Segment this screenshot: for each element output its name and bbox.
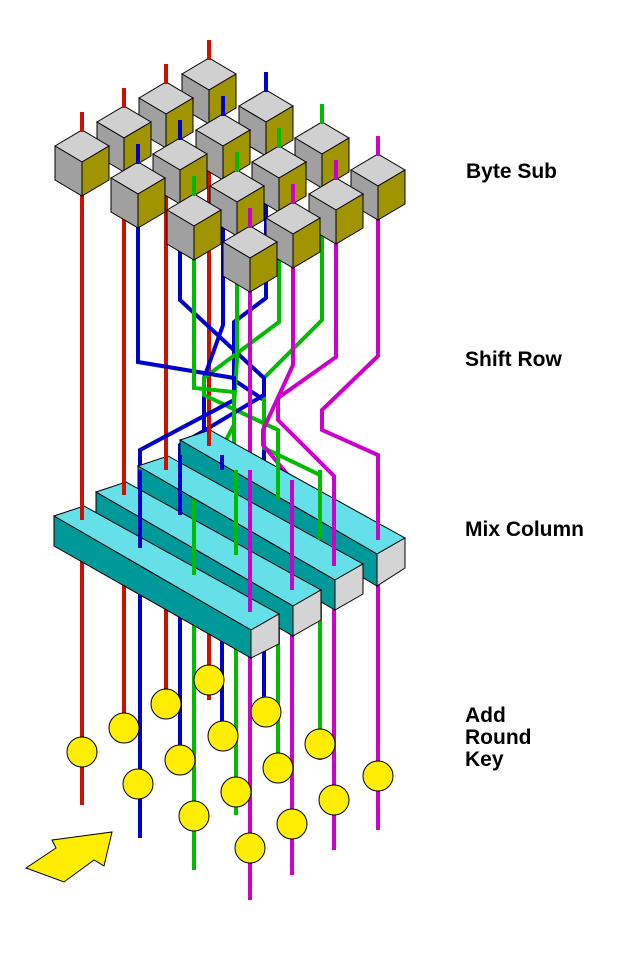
mix-column-bars <box>52 429 407 659</box>
add-round-key-label-line-3: Key <box>465 748 504 771</box>
add-round-key-label-line-2: Round <box>465 726 531 749</box>
input-arrow-icon <box>24 831 113 883</box>
shift-row-label: Shift Row <box>465 348 562 371</box>
round-key-ball <box>362 760 394 792</box>
wire-mix-stubs <box>80 420 380 612</box>
round-key-ball <box>122 768 154 800</box>
byte-sub-label: Byte Sub <box>466 160 557 183</box>
byte-sub-cubes <box>54 57 406 293</box>
round-key-ball <box>66 736 98 768</box>
round-key-ball <box>207 720 239 752</box>
round-key-ball <box>234 832 266 864</box>
wire-stubs <box>80 40 380 228</box>
mix-column-bar <box>52 505 281 659</box>
round-key-ball <box>108 712 140 744</box>
round-key-ball <box>193 664 225 696</box>
round-key-ball <box>178 800 210 832</box>
round-key-ball <box>164 744 196 776</box>
round-key-ball <box>318 784 350 816</box>
round-key-ball <box>276 808 308 840</box>
round-key-ball <box>262 752 294 784</box>
round-key-balls <box>66 664 394 864</box>
round-key-ball <box>304 728 336 760</box>
round-key-ball <box>220 776 252 808</box>
round-key-ball <box>250 696 282 728</box>
mix-column-label: Mix Column <box>465 518 584 541</box>
round-key-ball <box>150 688 182 720</box>
add-round-key-label-line-1: Add <box>465 704 506 727</box>
